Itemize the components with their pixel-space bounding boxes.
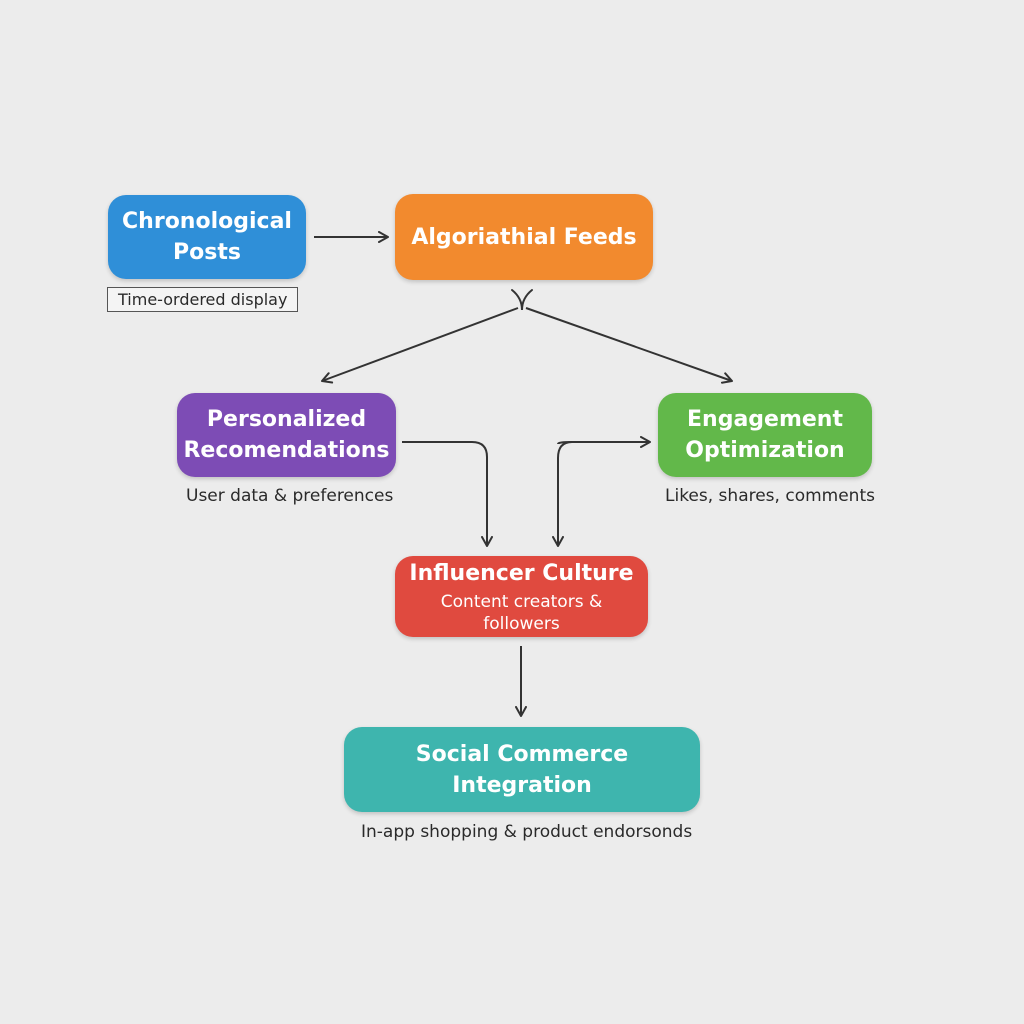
node-subtitle: Content creators & followers [440, 592, 603, 634]
node-title: Engagement Optimization [685, 407, 845, 463]
node-title: Chronological Posts [122, 209, 292, 265]
caption-personalized: User data & preferences [186, 486, 394, 506]
caption-engagement: Likes, shares, comments [665, 486, 875, 506]
node-personalized-recommendations: Personalized Recomendations [177, 393, 396, 477]
node-title: Algoriathial Feeds [411, 224, 637, 250]
arrow-algorithmic-to-personalized [321, 307, 519, 384]
node-engagement-optimization: Engagement Optimization [658, 393, 872, 477]
node-influencer-culture: Influencer Culture Content creators & fo… [395, 556, 648, 637]
node-social-commerce-integration: Social Commerce Integration [344, 727, 700, 812]
brace-split [511, 289, 533, 311]
node-title: Personalized Recomendations [183, 407, 390, 463]
caption-commerce: In-app shopping & product endorsonds [361, 822, 693, 842]
node-title: Social Commerce Integration [415, 741, 629, 798]
node-title: Influencer Culture [409, 561, 634, 586]
arrow-engagement-to-influencer [558, 441, 573, 546]
arrow-personalized-to-influencer [402, 441, 493, 547]
node-chronological-posts: Chronological Posts [108, 195, 306, 279]
arrow-algorithmic-to-engagement [525, 307, 733, 384]
node-algorithmic-feeds: Algoriathial Feeds [395, 194, 653, 280]
caption-chronological: Time-ordered display [107, 287, 299, 312]
